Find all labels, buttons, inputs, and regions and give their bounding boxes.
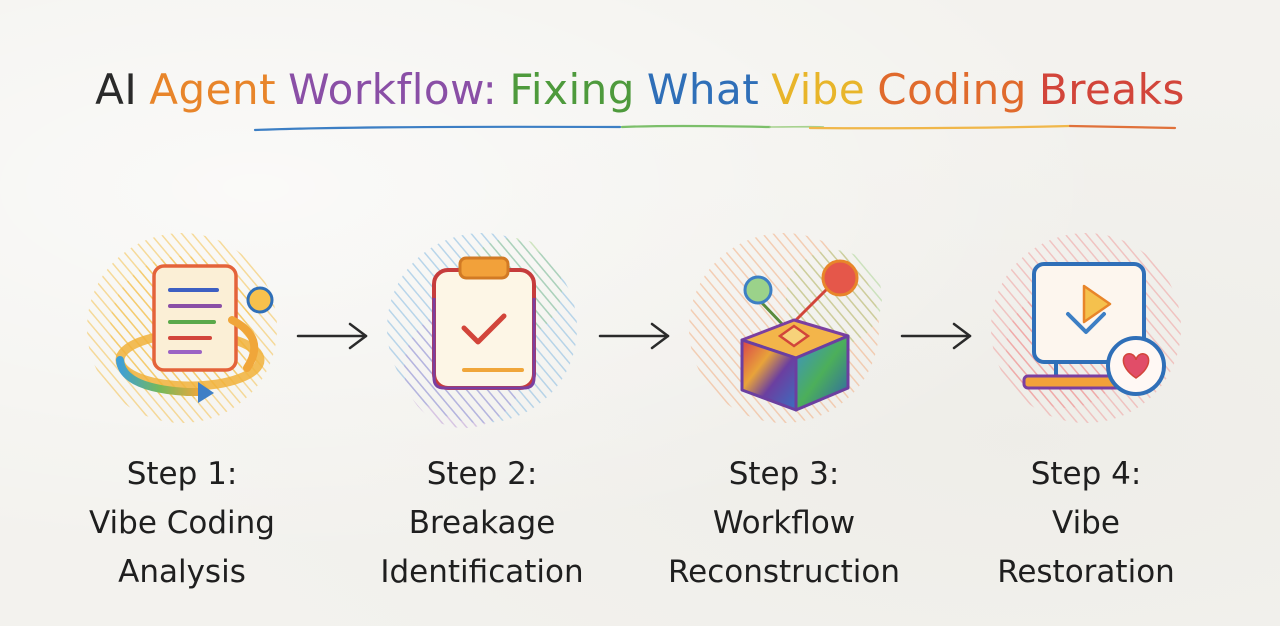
box-connections-icon (689, 233, 882, 423)
arrow-right-icon (900, 322, 972, 350)
title-word: Vibe (771, 65, 866, 114)
monitor-heart-icon (991, 233, 1181, 423)
step-title-line: Vibe Coding (89, 505, 275, 541)
step-2: Step 2: Breakage Identification (362, 228, 602, 590)
step-title-line: Breakage (408, 505, 556, 541)
step-label: Step 2: Breakage Identification (362, 450, 602, 597)
step-title-line: Identification (380, 554, 584, 590)
title-word: Agent (149, 65, 277, 114)
title-word: Breaks (1038, 65, 1185, 114)
title-underline (253, 124, 1177, 132)
clipboard-check-icon (387, 233, 577, 428)
step-title-line: Reconstruction (667, 554, 900, 590)
step-title-line: Vibe (1052, 505, 1120, 541)
step-3: Step 3: Workflow Reconstruction (664, 228, 904, 590)
step-4: Step 4: Vibe Restoration (966, 228, 1206, 590)
title-word: Fixing (509, 65, 635, 114)
step-1: Step 1: Vibe Coding Analysis (62, 228, 302, 590)
document-cycle-icon (87, 233, 277, 423)
step-number: Step 3: (728, 456, 840, 492)
arrow-right-icon (598, 322, 670, 350)
step-title-line: Analysis (118, 554, 246, 590)
step-number: Step 1: (126, 456, 238, 492)
title-word: Workflow: (288, 65, 498, 114)
step-title-line: Restoration (997, 554, 1175, 590)
title-word: Coding (877, 65, 1027, 114)
step-number: Step 4: (1030, 456, 1142, 492)
step-number: Step 2: (426, 456, 538, 492)
step-label: Step 3: Workflow Reconstruction (664, 450, 904, 597)
step-title-line: Workflow (712, 505, 856, 541)
arrow-right-icon (296, 322, 368, 350)
step-label: Step 1: Vibe Coding Analysis (62, 450, 302, 597)
title-word: What (646, 65, 760, 114)
step-label: Step 4: Vibe Restoration (966, 450, 1206, 597)
title-word: AI (95, 65, 138, 114)
